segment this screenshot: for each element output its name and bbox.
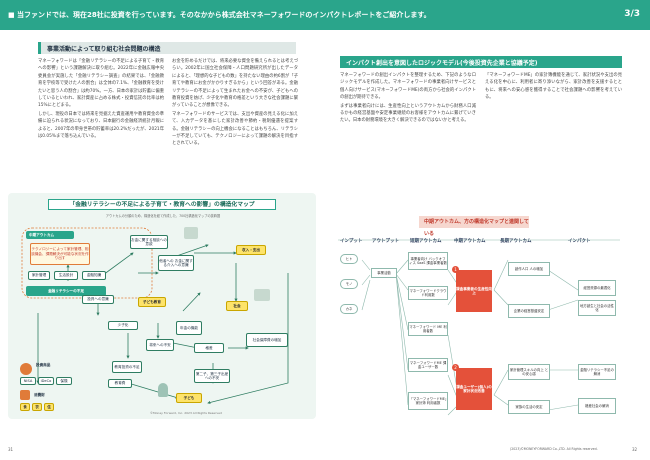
node-kyoikuhi: 教育費 — [108, 379, 132, 388]
node-daini: 第二子、第三子出産への不安 — [194, 369, 230, 383]
input-hito: ヒト — [340, 254, 358, 264]
node-kinyu: 金融知識 — [82, 271, 106, 280]
label-ideco: iDeCo — [38, 377, 54, 385]
left-text-col2: お金を貯めるだけでは、将来必要な資金を備えられるとは考えづらい。2002年に国立… — [172, 58, 298, 186]
col-long: 長期アウトカム — [500, 239, 532, 244]
left-paragraph: マネーフォワードのサービスでは、支出や資産の見える化に加えて、入力データを基にし… — [172, 111, 298, 147]
col-input: インプット — [340, 239, 363, 244]
badge-1-icon: 1 — [452, 266, 459, 273]
logic-model-heading: 中期アウトカム、方の構造化マップと連関している — [419, 216, 529, 237]
col-impact: インパクト — [568, 239, 591, 244]
building-icon — [254, 289, 270, 301]
coin-icon — [20, 363, 32, 375]
node-shakai: 社会 — [226, 301, 248, 311]
badge-2-icon: 2 — [452, 364, 459, 371]
mid-outcome-label: 中期アウトカム — [26, 231, 74, 239]
structure-map-title: 「金融リテラシーの不足による子育て・教育への影響」の構造化マップ — [48, 199, 276, 210]
structure-map-subtitle: アウトカムの分類のため、構造化を経て作成した、700社構造化マップの抜粋図 — [105, 214, 221, 218]
label-shohi: 消費財 — [34, 392, 45, 397]
short-outcome: 「マネーフォワードME」家計簿 利用者数 — [408, 392, 448, 410]
node-toushi: 投資への意識 — [82, 295, 114, 304]
banner-text: ■ 当ファンドでは、現在28社に投資を行っています。そのなかから株式会社マネーフ… — [8, 11, 431, 19]
node-tasha: 他者への お金に関する介入への意識 — [158, 255, 194, 271]
node-income: 収入・支出 — [236, 245, 266, 255]
node-okane-sodan: お金に関する相談への意欲 — [130, 235, 168, 249]
label-hoken: 保険 — [56, 377, 72, 385]
node-kyoiku-shishutsu: 教育投資の不足 — [112, 361, 142, 373]
diagram-footer: ©Money Forward, Inc. 2023 All Rights Res… — [150, 411, 222, 415]
node-nenkin: 年金の機能 — [176, 321, 202, 335]
impact: 地方創生と社会の活性化 — [578, 300, 616, 316]
input-kane: カネ — [340, 304, 358, 314]
page-number-left: 31 — [8, 447, 14, 452]
short-outcome: マネーフォワードME 課金ユーザー数 — [408, 358, 448, 372]
node-seikatsu: 生活設計 — [54, 271, 78, 280]
top-banner: ■ 当ファンドでは、現在28社に投資を行っています。そのなかから株式会社マネーフ… — [0, 0, 650, 30]
short-outcome: マネーフォワードクラウド利用数 — [408, 286, 448, 300]
structure-map: 「金融リテラシーの不足による子育て・教育への影響」の構造化マップ アウトカムの分… — [8, 193, 316, 419]
input-mono: モノ — [340, 279, 358, 289]
node-shorai-fuan: 将来への不安 — [146, 339, 174, 351]
short-outcome: マネーフォワード ME 利用者数 — [408, 322, 448, 336]
left-section-heading: 事業活動によって取り組む社会問題の構造 — [38, 42, 296, 54]
impact: 経営資源の最適化 — [578, 280, 616, 296]
node-kakei: 家計管理 — [28, 271, 50, 280]
short-outcome: 事業者向け バックオフィス SaaS 課金事業者数 — [408, 252, 448, 270]
long-outcome: 家族の生活の安定 — [508, 400, 550, 414]
right-section-heading: インパクト創出を意図したロジックモデル(今後投資先企業と協議予定) — [340, 56, 622, 68]
mid-outcome-productivity: 課金事業者の生産性向上 — [456, 270, 492, 312]
output-business: 事業活動 — [371, 268, 397, 278]
cart-icon — [20, 390, 30, 400]
impact: 格差社会の解消 — [578, 398, 616, 414]
col-mid: 中期アウトカム — [454, 239, 486, 244]
person-icon — [158, 383, 168, 397]
label-ju: 住 — [44, 403, 54, 411]
label-i: 衣 — [32, 403, 42, 411]
page-number-right: 32 — [632, 447, 638, 452]
page-indicator: 3/3 — [624, 9, 640, 19]
node-seifu: 社会保障費の増加 — [246, 333, 288, 347]
right-text-col2: 「マネーフォワードME」の家計簿機能を通じて、家計状況や支出の見える化を中心に、… — [485, 72, 622, 202]
col-short: 短期アウトカム — [410, 239, 442, 244]
node-center: 金融リテラシーの不足 — [26, 286, 106, 296]
structure-map-arrows — [21, 227, 289, 404]
long-outcome: 創作人口 人の増加 — [508, 262, 550, 276]
long-outcome: 企業の経営基盤安定 — [508, 304, 550, 318]
label-nisa: NISA — [20, 377, 36, 385]
left-text-col1: マネーフォワードは「金融リテラシーの不足による子育て・教育への影響」という課題解… — [38, 58, 164, 186]
technology-solution-box: テクノロジーによって家計管理、相談機会、課題解決が可能な状況を作り出す — [30, 243, 90, 265]
node-fuan-shoshi: 少子化 — [108, 321, 138, 330]
node-kaku: 格差 — [194, 343, 224, 353]
node-kodomo-kyoiku: 子ども教育 — [138, 297, 166, 307]
right-text-col1: マネーフォワードの創出インパクトを整理するため、下記のようなロジックモデルを作成… — [340, 72, 476, 202]
house-icon — [184, 227, 198, 239]
left-paragraph: マネーフォワードは「金融リテラシーの不足による子育て・教育への影響」という課題解… — [38, 59, 164, 109]
mid-outcome-household: 課金ユーザー(個人)の家計状況改善 — [456, 368, 492, 410]
long-outcome: 家計管理スキルの向上 との安心感 — [508, 364, 550, 380]
label-toushi-shohin: 投資商品 — [36, 362, 51, 367]
copyright: (2023)©MONEYFORWARD Co.,LTD. All Rights … — [510, 447, 598, 451]
impact: 金融リテラシー不足の解消 — [578, 364, 616, 380]
logic-model-lines — [338, 239, 620, 416]
left-paragraph: しかし、現役の日本では将来を見据えた資産運用や教育資金の準備に迫られる状況になっ… — [38, 111, 164, 140]
right-paragraph: 「マネーフォワードME」の家計簿機能を通じて、家計状況や支出の見える化を中心に、… — [485, 73, 622, 101]
node-kodomo: 子ども — [176, 393, 202, 403]
col-output: アウトプット — [372, 239, 399, 244]
right-paragraph: まずは事業者向けには、生産性向上というアウトカムから財務人口減るかもの経営基盤や… — [340, 103, 476, 124]
label-shoku: 食 — [20, 403, 30, 411]
right-paragraph: マネーフォワードの創出インパクトを整理するため、下記のようなロジックモデルを作成… — [340, 73, 476, 101]
left-paragraph: お金を貯めるだけでは、将来必要な資金を備えられるとは考えづらい。2002年に国立… — [172, 59, 298, 109]
